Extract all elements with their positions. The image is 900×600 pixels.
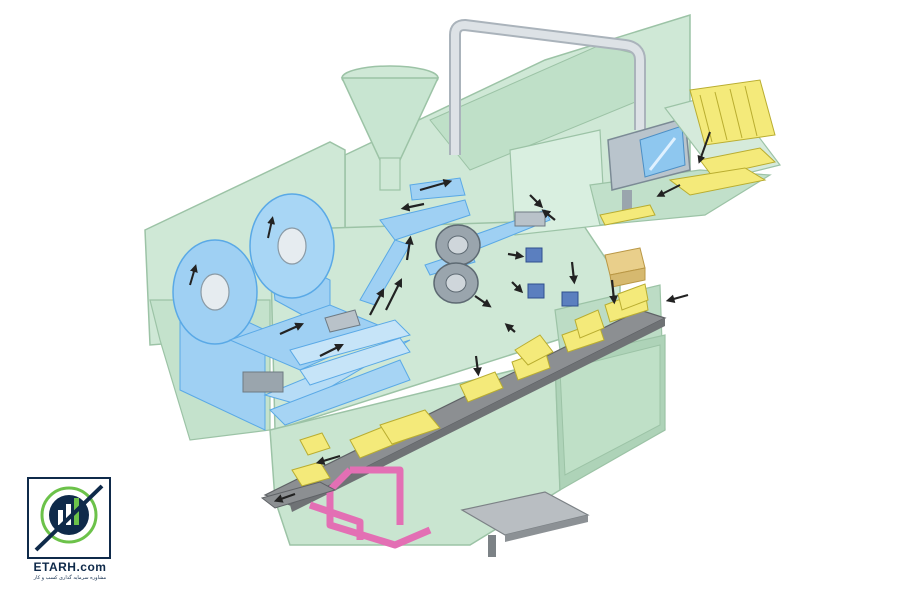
- packs: [291, 204, 656, 487]
- flow-arrows: [273, 178, 689, 503]
- discharge-frame: [308, 466, 432, 549]
- control-monitor: [607, 117, 691, 212]
- logo-tagline: مشاوره سرمایه گذاری کسب و کار: [33, 575, 107, 581]
- base-recess: [559, 344, 661, 476]
- carton: [604, 247, 646, 288]
- logo-name: ETARH.com: [33, 560, 107, 574]
- hopper: [340, 65, 440, 191]
- logo-mark: [27, 477, 111, 559]
- film-rolls: [172, 193, 335, 431]
- product-cubes: [525, 247, 579, 307]
- sealing-rollers: [433, 211, 546, 304]
- overhead-pipe: [449, 19, 646, 155]
- magazine-feeder: [656, 79, 782, 197]
- front-platform: [460, 491, 590, 557]
